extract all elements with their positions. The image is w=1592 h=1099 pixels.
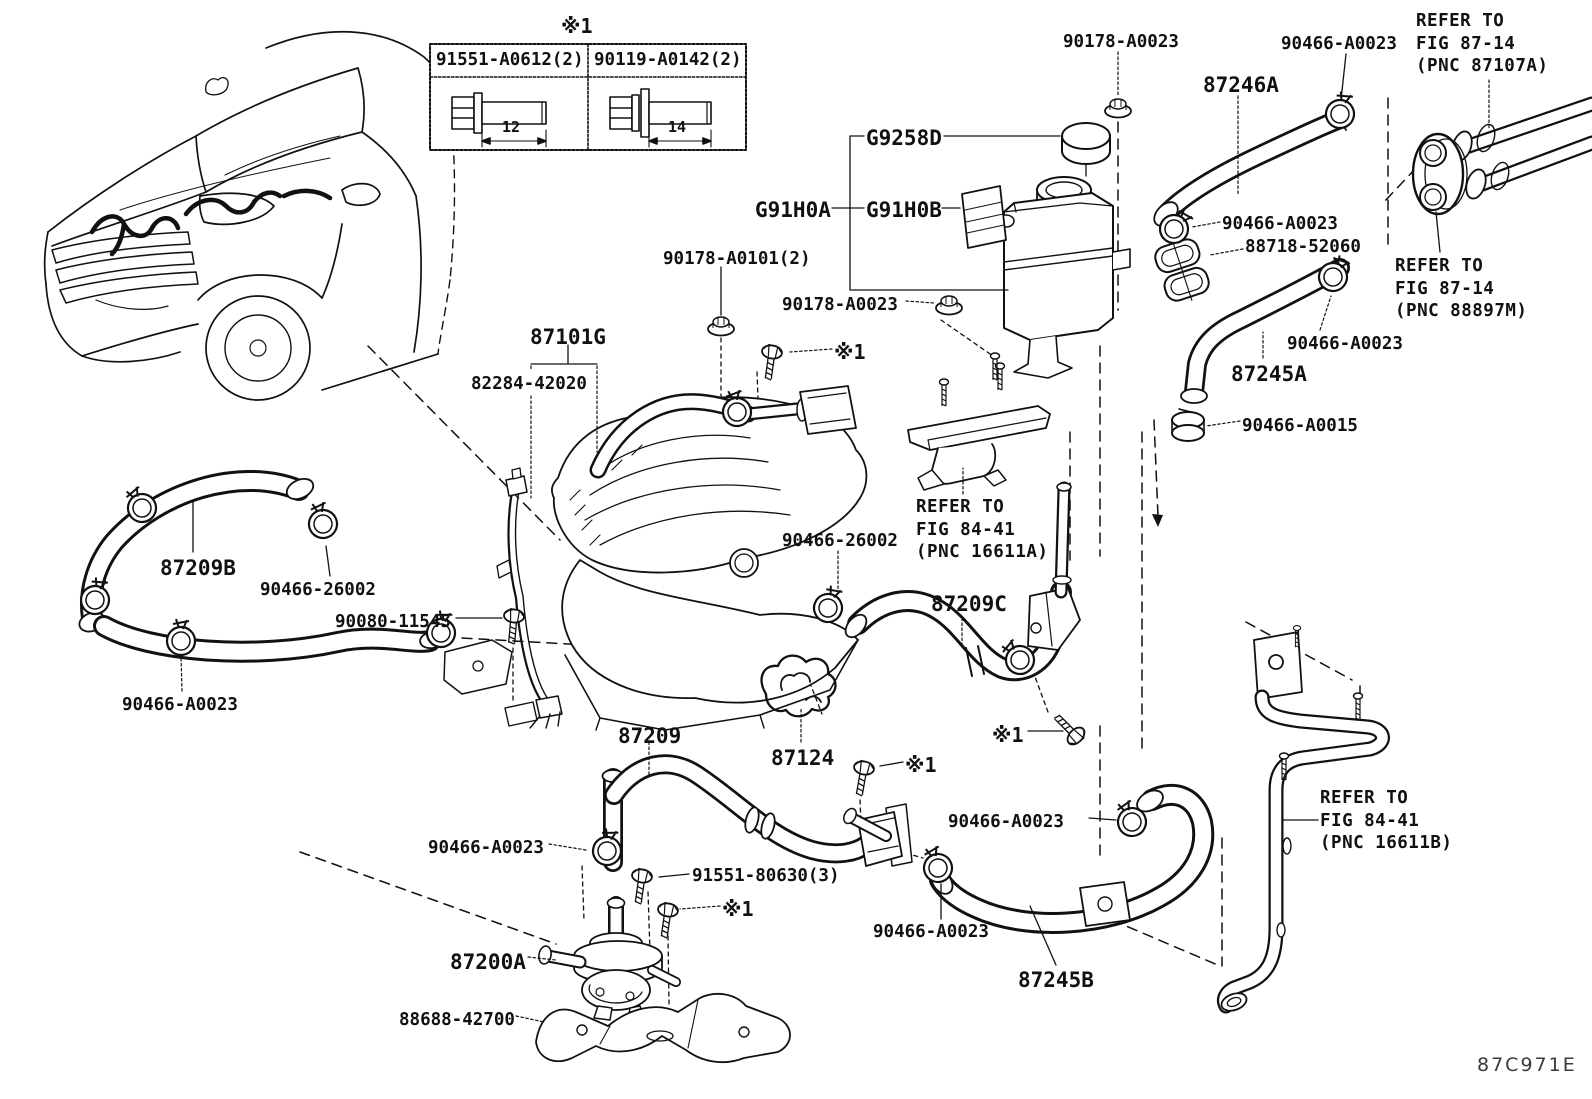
part-90466-a0023-r1: 90466-A0023: [1222, 214, 1338, 234]
legend-note: ※1: [561, 14, 593, 38]
part-g9258d: G9258D: [866, 126, 942, 150]
band-clamp-90466-a0015: [1171, 408, 1205, 442]
grommet-88897m: [1411, 132, 1468, 216]
part-90466-a0023-br1: 90466-A0023: [948, 812, 1064, 832]
refer-fig87-14-88897m: REFER TO FIG 87-14 (PNC 88897M): [1395, 256, 1528, 321]
engine-assembly: [443, 385, 868, 731]
part-87124: 87124: [771, 746, 835, 770]
part-90466-a0023-r2: 90466-A0023: [1287, 334, 1403, 354]
part-87101g: 87101G: [530, 325, 606, 349]
part-90466-26002-l: 90466-26002: [260, 580, 376, 600]
part-88688-42700: 88688-42700: [399, 1010, 515, 1030]
part-87209c: 87209C: [931, 592, 1007, 616]
part-90080-11545: 90080-11545: [335, 612, 451, 632]
part-90466-a0015: 90466-A0015: [1242, 416, 1358, 436]
legend-part-2-label: 90119-A0142(2): [594, 50, 742, 70]
part-88718-52060: 88718-52060: [1245, 237, 1361, 257]
part-90466-a0023-l: 90466-A0023: [122, 695, 238, 715]
bracket-88688: [535, 992, 791, 1064]
note-1-mid: ※1: [905, 753, 937, 777]
legend-part-1-label: 91551-A0612(2): [436, 50, 584, 70]
part-90178-a0023-top: 90178-A0023: [1063, 32, 1179, 52]
car-sketch: [43, 30, 456, 401]
part-90466-a0023-tr: 90466-A0023: [1281, 34, 1397, 54]
part-90466-26002-c: 90466-26002: [782, 531, 898, 551]
hose-87209c: [844, 481, 1081, 682]
clip-87124: [760, 654, 837, 718]
part-87246a: 87246A: [1203, 73, 1279, 97]
heater-pipes-87107a: [1451, 96, 1592, 200]
harness-82284: [496, 467, 563, 729]
note-1-center: ※1: [992, 723, 1024, 747]
part-87209b: 87209B: [160, 556, 236, 580]
leader-lines-solid: [192, 53, 1441, 966]
engine-harness-highlight: [89, 188, 333, 257]
legend-bolt-2: [609, 88, 712, 148]
part-87200a: 87200A: [450, 950, 526, 974]
refer-fig87-14-87107a: REFER TO FIG 87-14 (PNC 87107A): [1416, 11, 1549, 76]
reservoir-tank: [961, 122, 1131, 379]
dashed-arrowhead: [1152, 514, 1163, 527]
part-g91h0b: G91H0B: [866, 198, 942, 222]
pipe-clamp-88718: [1154, 238, 1210, 302]
refer-fig84-41-16611a: REFER TO FIG 84-41 (PNC 16611A): [916, 497, 1049, 562]
part-g91h0a: G91H0A: [755, 198, 831, 222]
legend-dim-1-label: 12: [502, 118, 521, 136]
part-90178-a0101: 90178-A0101(2): [663, 249, 811, 269]
part-82284-42020: 82284-42020: [471, 374, 587, 394]
pump-87200a: [538, 896, 681, 1021]
hose-87209b: [78, 469, 445, 663]
part-87245a: 87245A: [1231, 362, 1307, 386]
tank-label-sticker: [961, 185, 1007, 249]
note-1-bottom: ※1: [722, 897, 754, 921]
part-87245b: 87245B: [1018, 968, 1094, 992]
part-90466-a0023-br2: 90466-A0023: [873, 922, 989, 942]
part-90178-a0023-mid: 90178-A0023: [782, 295, 898, 315]
part-91551-80630: 91551-80630(3): [692, 866, 840, 886]
part-90466-a0023-b1: 90466-A0023: [428, 838, 544, 858]
legend-bolt-1: [451, 92, 547, 148]
legend-box: [429, 43, 747, 151]
part-87209: 87209: [618, 724, 682, 748]
note-1-top: ※1: [834, 340, 866, 364]
hose-87245a: [1171, 257, 1350, 442]
figure-code: 87C971E: [1477, 1054, 1577, 1076]
bracket-16611a: [907, 405, 1051, 491]
legend-dim-2-label: 14: [668, 118, 687, 136]
refer-fig84-41-16611b: REFER TO FIG 84-41 (PNC 16611B): [1320, 788, 1453, 853]
bracket-16611b: [1216, 631, 1390, 1014]
reservoir-cap-g9258d: [1061, 122, 1111, 177]
leader-lines-dotted: [180, 51, 1490, 1023]
